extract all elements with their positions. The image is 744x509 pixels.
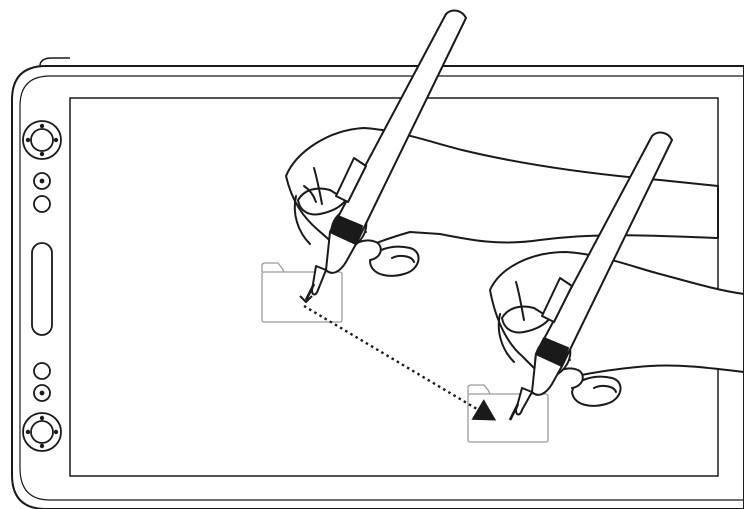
bottom-dial-ring[interactable] (22, 412, 62, 452)
express-key-2[interactable] (33, 195, 51, 213)
touch-strip[interactable] (31, 242, 53, 336)
top-dial-ring[interactable] (22, 120, 62, 160)
express-key-4[interactable] (33, 384, 51, 402)
express-key-3[interactable] (33, 362, 51, 380)
stylus-pen-1 (299, 9, 467, 303)
express-key-1[interactable] (33, 172, 51, 190)
stylus-pen-2 (508, 131, 673, 421)
drag-path-arrow (303, 304, 497, 421)
side-controls (22, 120, 62, 452)
